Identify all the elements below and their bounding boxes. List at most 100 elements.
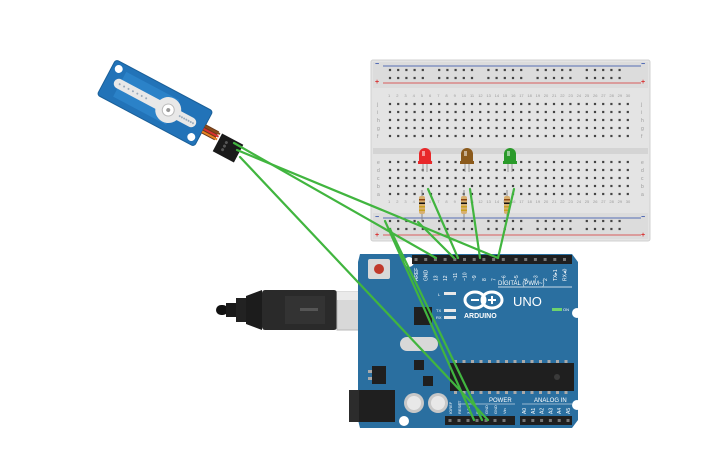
column-label: 30	[626, 93, 631, 98]
column-label: 5	[421, 93, 424, 98]
mounting-hole	[572, 308, 582, 318]
column-label: 17	[519, 199, 524, 204]
row-label: j	[376, 102, 378, 108]
power-header	[445, 416, 515, 425]
wire-group	[232, 141, 516, 422]
analog-pin-label: A2	[540, 408, 546, 414]
row-label: b	[641, 184, 644, 190]
column-label: 16	[511, 199, 516, 204]
row-label: f	[641, 134, 643, 140]
jumper-wire	[496, 187, 516, 260]
led-yellow	[460, 148, 474, 172]
column-label: 13	[486, 93, 491, 98]
column-label: 16	[511, 93, 516, 98]
row-label: g	[377, 126, 380, 132]
plus-rail-label: +	[641, 232, 645, 239]
column-label: 7	[437, 199, 440, 204]
column-label: 29	[618, 93, 623, 98]
plus-rail-label: +	[375, 232, 379, 239]
atmega-chip	[450, 363, 574, 391]
row-label: h	[377, 118, 380, 124]
column-label: 24	[577, 93, 582, 98]
column-label: 13	[486, 199, 491, 204]
on-label: ON	[563, 307, 569, 312]
column-label: 1	[388, 199, 391, 204]
column-label: 30	[626, 199, 631, 204]
brand-label: ARDUINO	[464, 313, 497, 320]
row-label: g	[641, 126, 644, 132]
digital-pin-label: RX◂0	[563, 269, 569, 281]
column-label: 29	[618, 199, 623, 204]
row-label: h	[641, 118, 644, 124]
column-label: 26	[593, 199, 598, 204]
column-label: 10	[462, 93, 467, 98]
column-label: 7	[437, 93, 440, 98]
column-label: 14	[495, 199, 500, 204]
column-label: 12	[478, 93, 483, 98]
power-label: POWER	[489, 398, 512, 404]
digital-pin-label: ~10	[463, 272, 469, 281]
analog-label: ANALOG IN	[534, 398, 567, 404]
resistor	[419, 190, 425, 222]
column-label: 8	[445, 199, 448, 204]
digital-pin-label: ~3	[533, 275, 539, 281]
column-label: 4	[413, 199, 416, 204]
analog-pin-label: A1	[531, 408, 537, 414]
power-pin-label: GND	[493, 405, 498, 414]
digital-pin-label: 2	[543, 278, 549, 281]
digital-pin-label: 13	[433, 275, 439, 281]
column-label: 28	[609, 93, 614, 98]
column-label: 6	[429, 199, 432, 204]
column-label: 20	[544, 93, 549, 98]
row-label: e	[377, 160, 380, 166]
column-label: 6	[429, 93, 432, 98]
column-label: 21	[552, 93, 557, 98]
digital-label: DIGITAL (PWM~)	[498, 281, 545, 287]
mounting-hole	[399, 416, 409, 426]
column-label: 23	[568, 199, 573, 204]
minus-rail-label: −	[375, 214, 379, 221]
jumper-wire	[383, 219, 476, 422]
l-led-label: L	[438, 292, 441, 297]
servo-connector	[212, 133, 244, 163]
column-label: 18	[527, 93, 532, 98]
column-label: 4	[413, 93, 416, 98]
column-label: 2	[396, 93, 399, 98]
row-label: b	[377, 184, 380, 190]
servo-horn	[113, 78, 197, 128]
digital-pin-label: AREF	[414, 268, 420, 281]
row-label: c	[377, 176, 380, 182]
column-label: 28	[609, 199, 614, 204]
tx-led-label: TX	[436, 308, 441, 313]
column-label: 1	[388, 93, 391, 98]
analog-pin-label: A0	[522, 408, 528, 414]
digital-pin-label: 4	[524, 278, 530, 281]
power-pin-label: Vin	[502, 408, 507, 414]
plus-rail-label: +	[641, 79, 645, 86]
row-label: j	[640, 102, 642, 108]
column-label: 12	[478, 199, 483, 204]
digital-pin-label: GND	[424, 270, 430, 282]
column-label: 22	[560, 199, 565, 204]
row-label: a	[641, 192, 644, 198]
digital-pin-label: 12	[443, 275, 449, 281]
analog-pin-label: A5	[566, 408, 572, 414]
digital-pin-label: ~11	[453, 273, 459, 281]
led-group	[418, 148, 517, 172]
resistor	[461, 190, 467, 222]
column-label: 2	[396, 199, 399, 204]
digital-pin-label: ~9	[472, 275, 478, 281]
digital-pin-label: ~6	[501, 275, 507, 281]
column-label: 21	[552, 199, 557, 204]
column-label: 19	[536, 93, 541, 98]
minus-rail-label: −	[375, 61, 379, 68]
mounting-hole	[572, 400, 582, 410]
arduino-uno-board: DIGITAL (PWM~) ARDUINO UNO ON L TX RX	[349, 254, 582, 428]
plus-rail-label: +	[375, 79, 379, 86]
jumper-wire	[235, 148, 500, 260]
column-label: 8	[445, 93, 448, 98]
led-red	[418, 148, 432, 172]
jumper-wire	[468, 187, 482, 260]
jumper-wire	[426, 187, 460, 260]
